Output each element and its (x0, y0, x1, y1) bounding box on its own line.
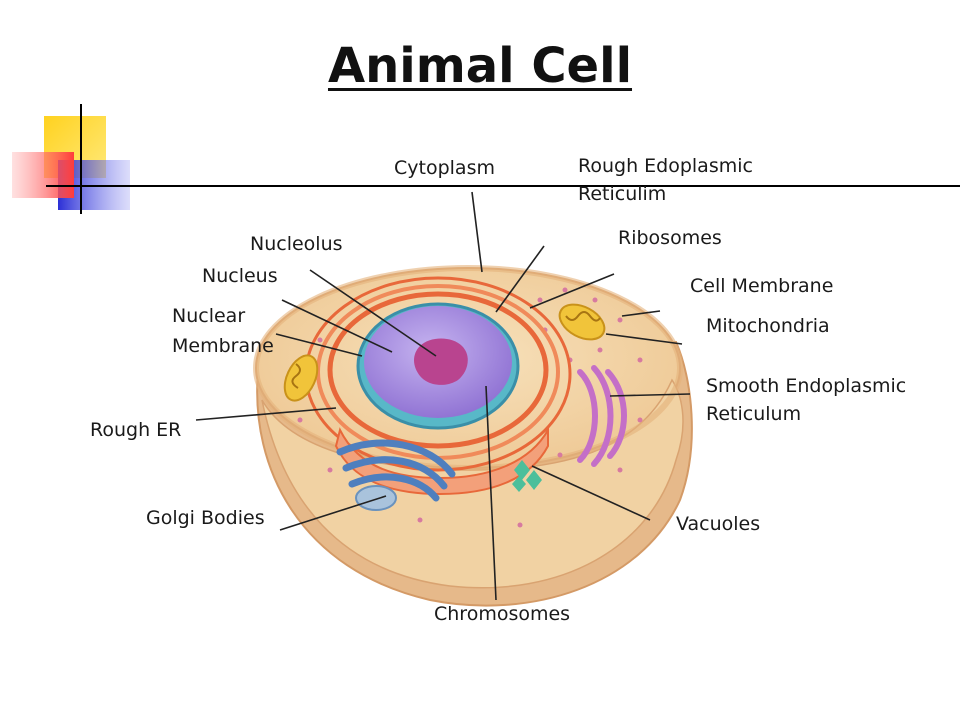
leader-nucleus (281, 299, 393, 353)
label-ribosomes: Ribosomes (618, 227, 722, 249)
mitochondrion-left (283, 354, 319, 402)
label-nucleus: Nucleus (202, 265, 278, 287)
golgi-vesicle (355, 485, 397, 511)
label-smooth-er-line2: Reticulum (706, 403, 801, 425)
slide-title: Animal Cell (327, 38, 633, 94)
vacuole (512, 460, 542, 492)
leader-ribosomes (529, 273, 615, 309)
leader-mitochondria (605, 333, 683, 345)
label-nuclear-membrane-line2: Membrane (172, 335, 274, 357)
leader-nucleolus (309, 269, 437, 357)
label-cell-membrane: Cell Membrane (690, 275, 833, 297)
leader-cell-membrane (621, 310, 661, 317)
label-rough-edoplasmic-line1: Rough Edoplasmic (578, 155, 753, 177)
label-mitochondria: Mitochondria (706, 315, 830, 337)
leader-vacuoles (531, 465, 651, 521)
label-nuclear-membrane-line1: Nuclear (172, 305, 245, 327)
leader-rough-edoplasmic-reticulim (495, 245, 545, 313)
smooth-er (577, 365, 627, 467)
label-nucleolus: Nucleolus (250, 233, 343, 255)
labels: Cytoplasm Rough Edoplasmic Reticulim Rib… (90, 155, 906, 625)
label-chromosomes: Chromosomes (434, 603, 570, 625)
label-smooth-er-line1: Smooth Endoplasmic (706, 375, 906, 397)
label-vacuoles: Vacuoles (676, 513, 760, 535)
decor-red-square (12, 152, 74, 198)
leader-cytoplasm (471, 191, 483, 273)
cell-illustration (253, 265, 693, 607)
leader-rough-er (195, 407, 337, 421)
leader-chromosomes (485, 385, 497, 601)
label-rough-edoplasmic-line2: Reticulim (578, 183, 666, 205)
mitochondrion-right (558, 303, 606, 341)
golgi-bodies (336, 439, 456, 502)
decorative-squares (12, 104, 960, 214)
label-golgi-bodies: Golgi Bodies (146, 507, 265, 529)
nucleolus (414, 338, 468, 385)
leader-nuclear-membrane (275, 333, 363, 357)
label-cytoplasm: Cytoplasm (394, 157, 495, 179)
label-rough-er: Rough ER (90, 419, 181, 441)
leader-golgi-bodies (279, 495, 387, 531)
leader-lines (195, 191, 691, 601)
leader-smooth-er (609, 393, 691, 397)
ribosome-dots (297, 287, 643, 528)
